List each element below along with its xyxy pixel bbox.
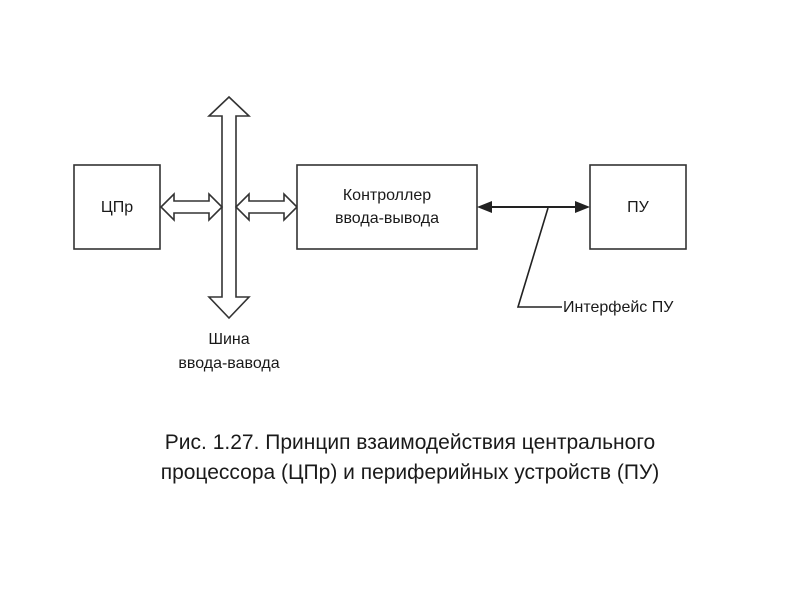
io-controller-block <box>296 164 478 250</box>
interface-label: Интерфейс ПУ <box>563 299 674 316</box>
peripheral-device-block <box>589 164 687 250</box>
cpu-bus-arrow <box>159 192 224 222</box>
bus-label-line2: ввода-вавода <box>178 355 279 372</box>
interface-arrowhead-right <box>575 201 590 213</box>
bus-controller-arrow <box>234 192 299 222</box>
caption-line-2: процессора (ЦПр) и периферийных устройст… <box>160 461 660 484</box>
device-label: ПУ <box>627 199 650 216</box>
interface-leader-line <box>516 207 562 308</box>
controller-label-line1: Контроллер <box>343 187 431 204</box>
cpu-block <box>73 164 161 250</box>
bus-label-line1: Шина <box>208 331 249 348</box>
interface-arrowhead-left <box>477 201 492 213</box>
controller-label-line2: ввода-вывода <box>335 210 439 227</box>
caption-line-1: Рис. 1.27. Принцип взаимодействия центра… <box>164 431 656 454</box>
cpu-label: ЦПр <box>101 199 133 216</box>
figure-caption: Рис. 1.27. Принцип взаимодействия центра… <box>60 428 760 488</box>
io-bus-arrow <box>206 95 252 320</box>
